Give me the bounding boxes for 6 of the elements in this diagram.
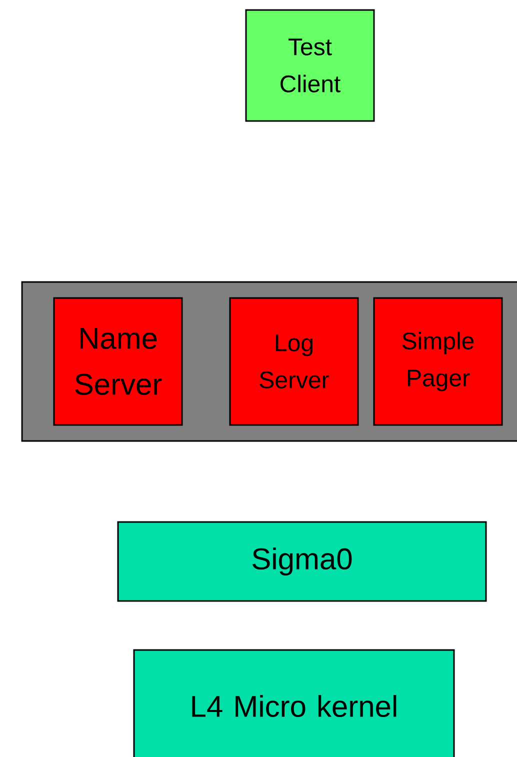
layer-box: L4 Micro kernel xyxy=(133,649,455,757)
server-box: Name Server xyxy=(53,297,183,426)
layer-box: Sigma0 xyxy=(117,521,487,602)
client-box: Test Client xyxy=(245,9,375,122)
server-box: Log Server xyxy=(229,297,359,426)
server-box: Simple Pager xyxy=(373,297,503,426)
